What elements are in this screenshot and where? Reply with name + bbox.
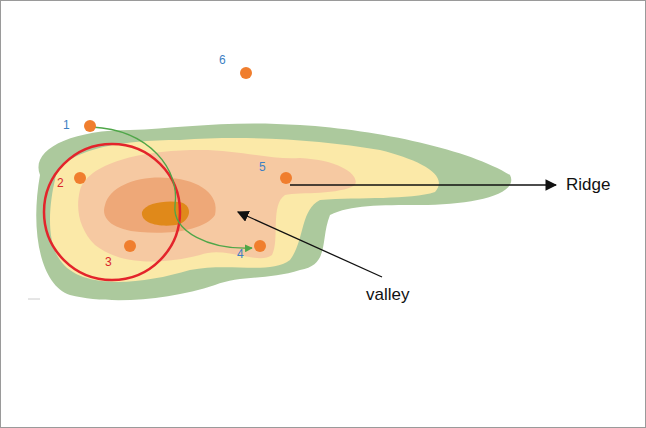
contour-yellow bbox=[50, 138, 439, 282]
ridge-pointer bbox=[290, 184, 556, 185]
callout-number: 2 bbox=[57, 177, 64, 189]
highlight-circle bbox=[44, 144, 180, 280]
callout-number: 3 bbox=[105, 256, 112, 268]
callout-number: 6 bbox=[219, 54, 226, 66]
valley-label: valley bbox=[366, 286, 409, 303]
callout-number: 5 bbox=[259, 161, 266, 173]
point-dot bbox=[84, 120, 96, 132]
callout-number: 4 bbox=[237, 248, 244, 260]
point-dot bbox=[280, 172, 292, 184]
point-dot bbox=[240, 67, 252, 79]
ridge-label: Ridge bbox=[566, 176, 610, 193]
point-dot bbox=[74, 172, 86, 184]
path-curve bbox=[92, 127, 252, 248]
valley-pointer bbox=[238, 212, 382, 277]
contour-peak bbox=[142, 201, 189, 225]
edge-tick bbox=[28, 299, 40, 300]
callout-number: 1 bbox=[63, 119, 70, 131]
point-dot bbox=[254, 240, 266, 252]
contour-green bbox=[36, 123, 511, 300]
contour-orange bbox=[104, 177, 216, 232]
point-dot bbox=[124, 240, 136, 252]
